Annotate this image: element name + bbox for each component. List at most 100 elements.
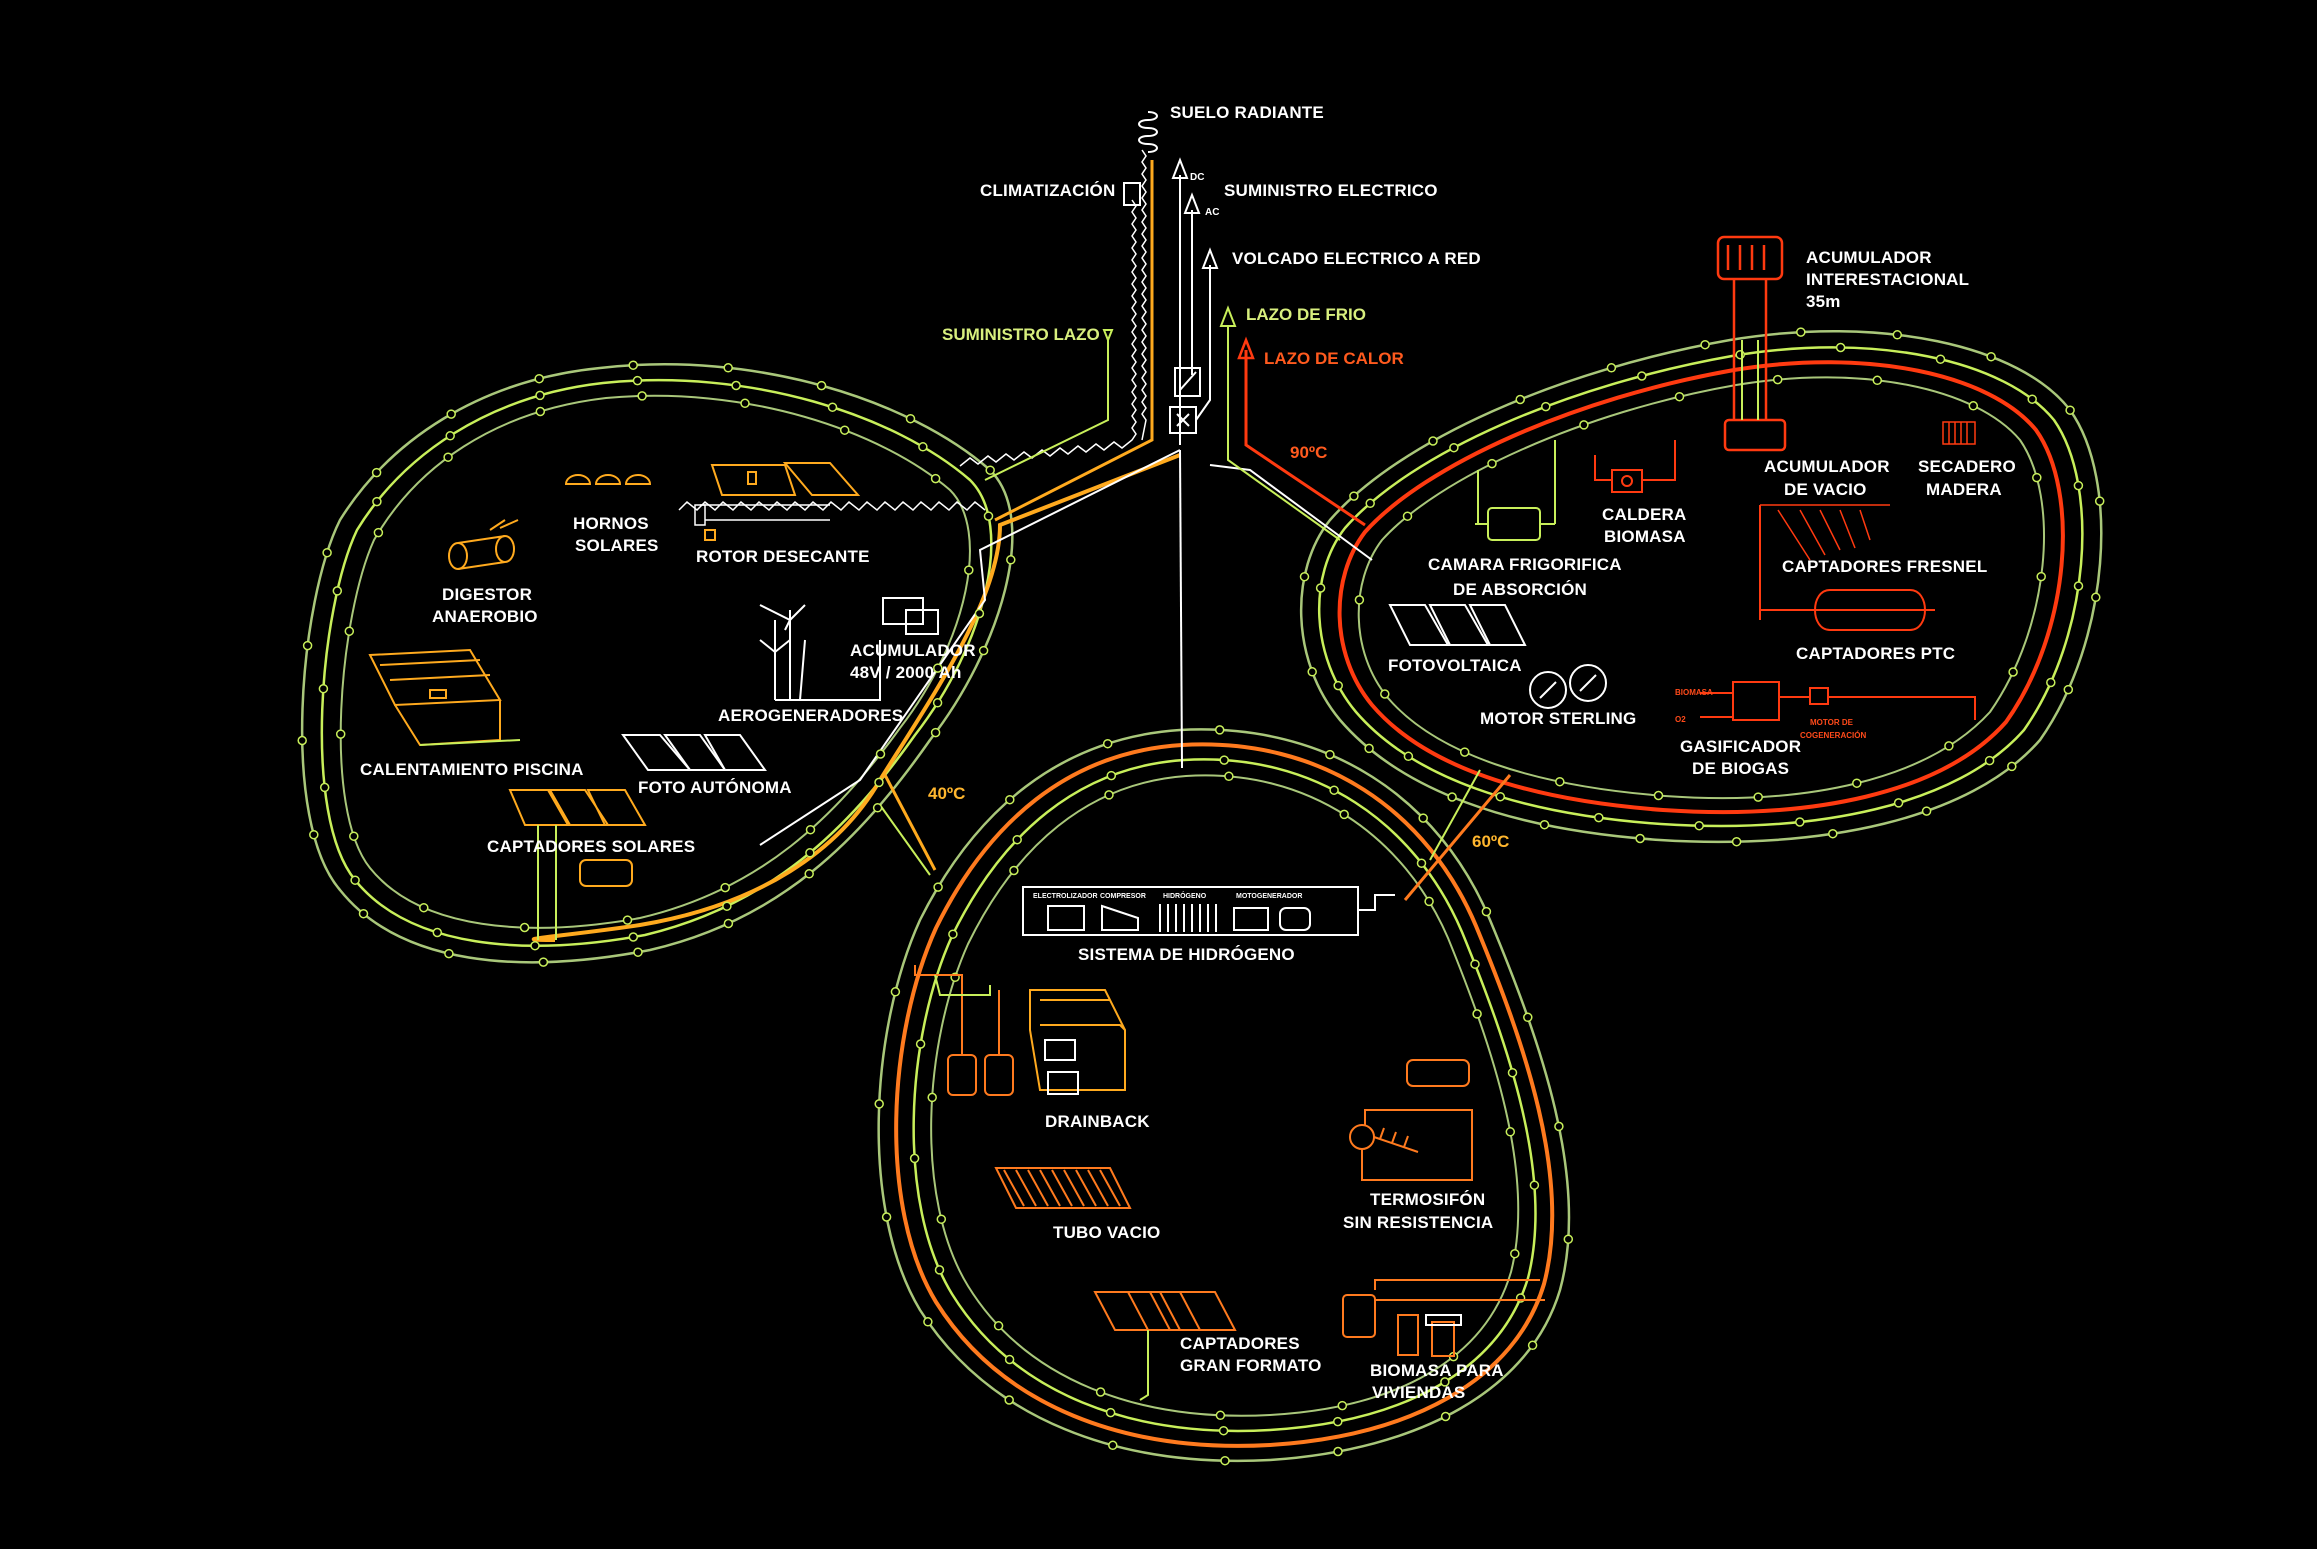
label-gran-formato-2: GRAN FORMATO <box>1180 1356 1322 1375</box>
ring-node <box>318 683 329 694</box>
ring-node <box>297 735 307 746</box>
link-40-green <box>879 804 931 876</box>
ring-node <box>302 640 313 651</box>
ring-node <box>1333 1416 1343 1427</box>
ring-node <box>1481 906 1492 917</box>
label-volcado-electrico: VOLCADO ELECTRICO A RED <box>1232 249 1481 268</box>
left-zone-rings <box>300 363 1181 964</box>
ring-node <box>1104 790 1114 800</box>
ring-node <box>1219 755 1229 765</box>
captadores-fresnel-icon <box>1760 504 1890 561</box>
ring-node <box>1325 749 1335 760</box>
biomasa-viviendas-icon <box>1342 1279 1545 1357</box>
ring-node <box>1364 743 1374 754</box>
label-o2-small: O2 <box>1675 715 1686 724</box>
ring-node <box>993 1321 1004 1331</box>
left-zone-amber-loop <box>531 453 1181 942</box>
label-gran-formato-1: CAPTADORES <box>1180 1334 1300 1353</box>
ring-node <box>519 922 530 933</box>
legend-labels: SUELO RADIANTE CLIMATIZACIÓN DC AC SUMIN… <box>928 103 1509 851</box>
label-temp-60: 60ºC <box>1472 832 1509 851</box>
ring-node <box>722 901 732 911</box>
ring-node <box>905 413 916 424</box>
label-motor-cogeneracion-1: MOTOR DE <box>1810 718 1854 727</box>
ring-node <box>1428 436 1438 446</box>
right-zone-equipment <box>1388 235 1976 721</box>
label-tubo-vacio: TUBO VACIO <box>1053 1223 1160 1242</box>
ring-node <box>1220 1455 1230 1466</box>
label-acumulador-vacio-1: ACUMULADOR <box>1764 457 1890 476</box>
bottom-zone-inner-ring <box>930 774 1520 1417</box>
ring-node <box>1505 1127 1516 1137</box>
ring-node <box>1472 1009 1482 1019</box>
label-hornos-2: SOLARES <box>575 536 659 555</box>
left-zone-green-ring <box>320 379 993 947</box>
label-temp-40: 40ºC <box>928 784 965 803</box>
ring-node <box>1527 1340 1538 1351</box>
inverter-icon <box>1174 367 1201 397</box>
camara-frigorifica-icon <box>1475 440 1556 541</box>
ring-node <box>1440 1411 1451 1422</box>
ring-node <box>934 1265 945 1275</box>
ring-node <box>1796 327 1806 337</box>
suelo-radiante-coil-icon <box>1138 111 1158 153</box>
ring-node <box>2073 480 2084 491</box>
captadores-ptc-icon <box>1759 505 1935 631</box>
switch-x-mark <box>1176 413 1190 427</box>
tubo-vacio-icon <box>994 1167 1132 1209</box>
lazo-frio-arrow-icon <box>1219 305 1237 327</box>
ring-node <box>2007 761 2017 772</box>
label-acumulador-inter-3: 35m <box>1806 292 1841 311</box>
gran-formato-icon <box>1093 1291 1237 1401</box>
label-secadero-1: SECADERO <box>1918 457 2016 476</box>
ring-node <box>923 1317 933 1327</box>
ring-node <box>1893 798 1904 808</box>
ring-node <box>1554 1121 1564 1132</box>
ring-node <box>2027 394 2037 404</box>
acumulador-vacio-lines <box>1741 340 1759 420</box>
label-hornos-1: HORNOS <box>573 514 649 533</box>
label-suelo-radiante: SUELO RADIANTE <box>1170 103 1324 122</box>
ring-node <box>622 915 633 925</box>
ring-node <box>918 442 928 452</box>
ring-node <box>1337 1400 1348 1411</box>
ring-node <box>1984 755 1995 766</box>
label-lazo-calor: LAZO DE CALOR <box>1264 349 1404 368</box>
lazo-calor-line <box>1244 350 1366 527</box>
ring-node <box>1470 959 1480 969</box>
white-to-bottom <box>1179 449 1183 769</box>
label-caldera-2: BIOMASA <box>1604 527 1686 546</box>
label-captadores-ptc: CAPTADORES PTC <box>1796 644 1955 663</box>
ring-node <box>1402 511 1413 521</box>
ring-node <box>2094 496 2105 506</box>
bottom-zone-equipment <box>914 886 1545 1401</box>
label-acumulador-inter-2: INTERESTACIONAL <box>1806 270 1969 289</box>
label-hidrogeno-part: HIDRÓGENO <box>1163 891 1207 900</box>
ring-node <box>1731 836 1742 847</box>
ring-node <box>633 947 643 957</box>
ring-node <box>1224 771 1234 782</box>
ring-node <box>927 1092 937 1103</box>
dc-arrow-icon <box>1171 157 1189 179</box>
bottom-zone-outer-ring <box>877 728 1571 1463</box>
left-zone-outer-ring <box>300 363 1014 964</box>
label-acumulador-2: 48V / 2000 Ah <box>850 663 962 682</box>
ring-node <box>1009 865 1019 876</box>
central-switch-symbols <box>1123 111 1201 434</box>
ring-node <box>948 929 958 939</box>
ring-node <box>872 803 883 813</box>
ring-node <box>875 749 886 759</box>
ring-node <box>1921 806 1932 816</box>
ring-node <box>1606 363 1617 373</box>
ring-node <box>805 848 815 858</box>
ring-node <box>1333 1446 1343 1457</box>
ring-node <box>1753 792 1763 802</box>
ring-node <box>1892 330 1903 340</box>
ring-node <box>2073 581 2084 591</box>
central-distribution <box>678 149 1512 901</box>
ring-node <box>1555 776 1565 787</box>
ring-node <box>632 375 643 386</box>
ring-node <box>983 511 994 521</box>
